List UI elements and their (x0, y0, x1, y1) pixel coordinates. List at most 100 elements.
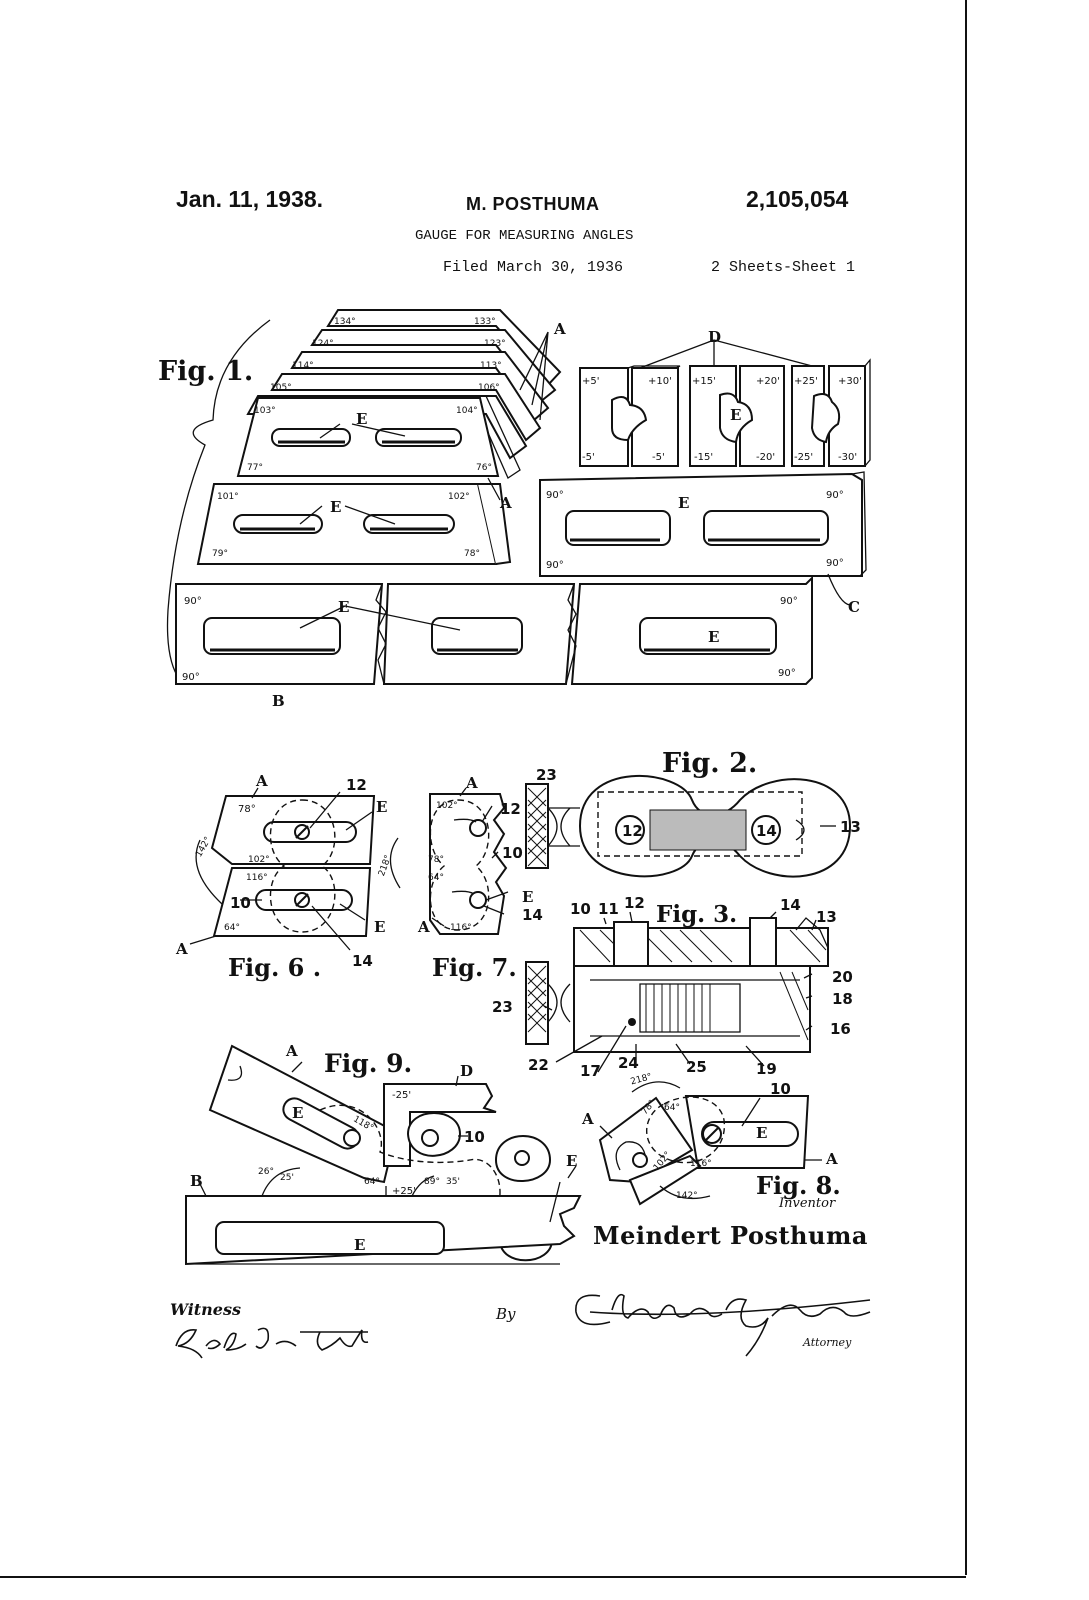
fig3-label: 20 (832, 968, 853, 986)
fig3-label: 17 (580, 1062, 601, 1080)
ref-letter-a: A (499, 494, 512, 512)
fig9-bar-slot (215, 1221, 445, 1255)
minute-label: +25' (794, 376, 818, 387)
square-angle: 90° (826, 490, 844, 501)
fig1-drawing: 134° 133° 124° 123° 114° 113° 105° 106° … (166, 309, 871, 710)
bar-slot-1 (203, 617, 341, 655)
fig1-angle: 124° (312, 339, 334, 349)
fig6-label: A (255, 772, 268, 790)
fig6-label: E (374, 918, 385, 936)
fig1-angle: 114° (292, 361, 314, 371)
minute-label: -5' (582, 452, 595, 463)
fig6-label-title: Fig. 6 . (228, 953, 321, 982)
fig9-label: 64° (364, 1177, 380, 1187)
ref-letter-d: D (708, 328, 721, 346)
fig7-label: E (522, 888, 533, 906)
fig7-label: 14 (522, 906, 543, 924)
minute-label: +30' (838, 376, 862, 387)
blade-105 (270, 373, 542, 442)
fig9-label: +25' (392, 1186, 416, 1197)
fig1-label: Fig. 1. (158, 356, 253, 387)
fig2-label: 13 (840, 818, 861, 836)
bar-slot-3 (639, 617, 777, 655)
fig6-label: 142° (194, 835, 214, 859)
fig9-block-d (383, 1083, 497, 1167)
fig3-label: 24 (618, 1054, 639, 1072)
fig9-label-title: Fig. 9. (324, 1049, 412, 1078)
fig3-label: 10 (570, 900, 591, 918)
fig2-label: 12 (622, 822, 643, 840)
fig1-angle: 104° (456, 406, 478, 416)
minute-label: +5' (582, 376, 600, 387)
fig9-label: -25' (392, 1090, 411, 1101)
square-block-slot-2 (703, 510, 829, 546)
fig3-label: 22 (528, 1056, 549, 1074)
fig3-label: 23 (492, 998, 513, 1016)
fig3-drawing: 10 11 12 14 13 20 18 16 23 22 17 24 25 1… (492, 894, 853, 1080)
fig2-knob (525, 783, 549, 869)
fig6-label: 78° (238, 804, 256, 815)
fig9-label: 25' (280, 1173, 294, 1183)
fig8-label: 116° (690, 1159, 712, 1169)
fig8-label: E (756, 1124, 767, 1142)
fig9-label: D (460, 1062, 473, 1080)
fig8-label: 142° (676, 1191, 698, 1201)
fig6-label: 10 (230, 894, 251, 912)
ref-letter-e: E (330, 498, 341, 516)
fig8-label-title: Fig. 8. (756, 1171, 841, 1200)
fig3-label: 16 (830, 1020, 851, 1038)
fig6-drawing: A 78° 12 E 142° 102° 116° 10 E 64° A 14 (175, 772, 387, 970)
fig1-angle: 123° (484, 339, 506, 349)
fig8-label: 10 (770, 1080, 791, 1098)
fig8-label: A (581, 1110, 594, 1128)
minute-blocks (579, 358, 871, 467)
patent-date: Jan. 11, 1938. (176, 186, 324, 212)
fig1-angle: 113° (480, 361, 502, 371)
patent-number: 2,105,054 (746, 186, 849, 212)
fig2-drawing: 23 12 14 13 (525, 766, 861, 878)
fig1-angle: 106° (478, 383, 500, 393)
fig1-angle: 79° (212, 549, 228, 559)
ref-letter-e: E (678, 494, 689, 512)
fig7-label: 102° (436, 801, 458, 811)
fig2-label: 14 (756, 822, 777, 840)
fig7-drawing: A 102° 12 10 218° 78° 64° E 14 A 116° (377, 774, 543, 936)
fig2-label: 23 (536, 766, 557, 784)
fig8-label: 64° (664, 1103, 680, 1113)
attorney-label: Attorney (803, 1336, 852, 1349)
fig1-angle: 103° (254, 406, 276, 416)
fig7-label: 78° (428, 855, 444, 865)
ref-letter-e: E (730, 406, 741, 424)
fig3-label: 18 (832, 990, 853, 1008)
fig1-angle: 133° (474, 317, 496, 327)
fig1-angle: 76° (476, 463, 492, 473)
square-block-c (539, 472, 863, 577)
fig6-label: 14 (352, 952, 373, 970)
fig3-label: 19 (756, 1060, 777, 1078)
fig7-label: 12 (500, 800, 521, 818)
ref-letter-e: E (356, 410, 367, 428)
fig3-label: 12 (624, 894, 645, 912)
fig6-label: E (376, 798, 387, 816)
fig7-label: 116° (450, 923, 472, 933)
fig7-label: 10 (502, 844, 523, 862)
ref-letter-c: C (848, 598, 860, 616)
fig3-label: 25 (686, 1058, 707, 1076)
fig6-label: 12 (346, 776, 367, 794)
blade-stack (236, 309, 562, 479)
witness-label: Witness (170, 1300, 241, 1319)
bar-angle: 90° (184, 596, 202, 607)
blade-103 (236, 397, 500, 477)
ref-letter-e: E (338, 598, 349, 616)
fig7-label: A (417, 918, 430, 936)
fig8-drawing: A 218° 78° 64° 10 E A 102° 116° 142° (581, 1072, 838, 1206)
fig8-label: A (825, 1150, 838, 1168)
fig6-label: 116° (246, 873, 268, 883)
minute-label: +10' (648, 376, 672, 387)
fig9-label: E (354, 1236, 365, 1254)
minute-label: +20' (756, 376, 780, 387)
minute-label: -5' (652, 452, 665, 463)
square-angle: 90° (546, 490, 564, 501)
fig7-label: A (465, 774, 478, 792)
